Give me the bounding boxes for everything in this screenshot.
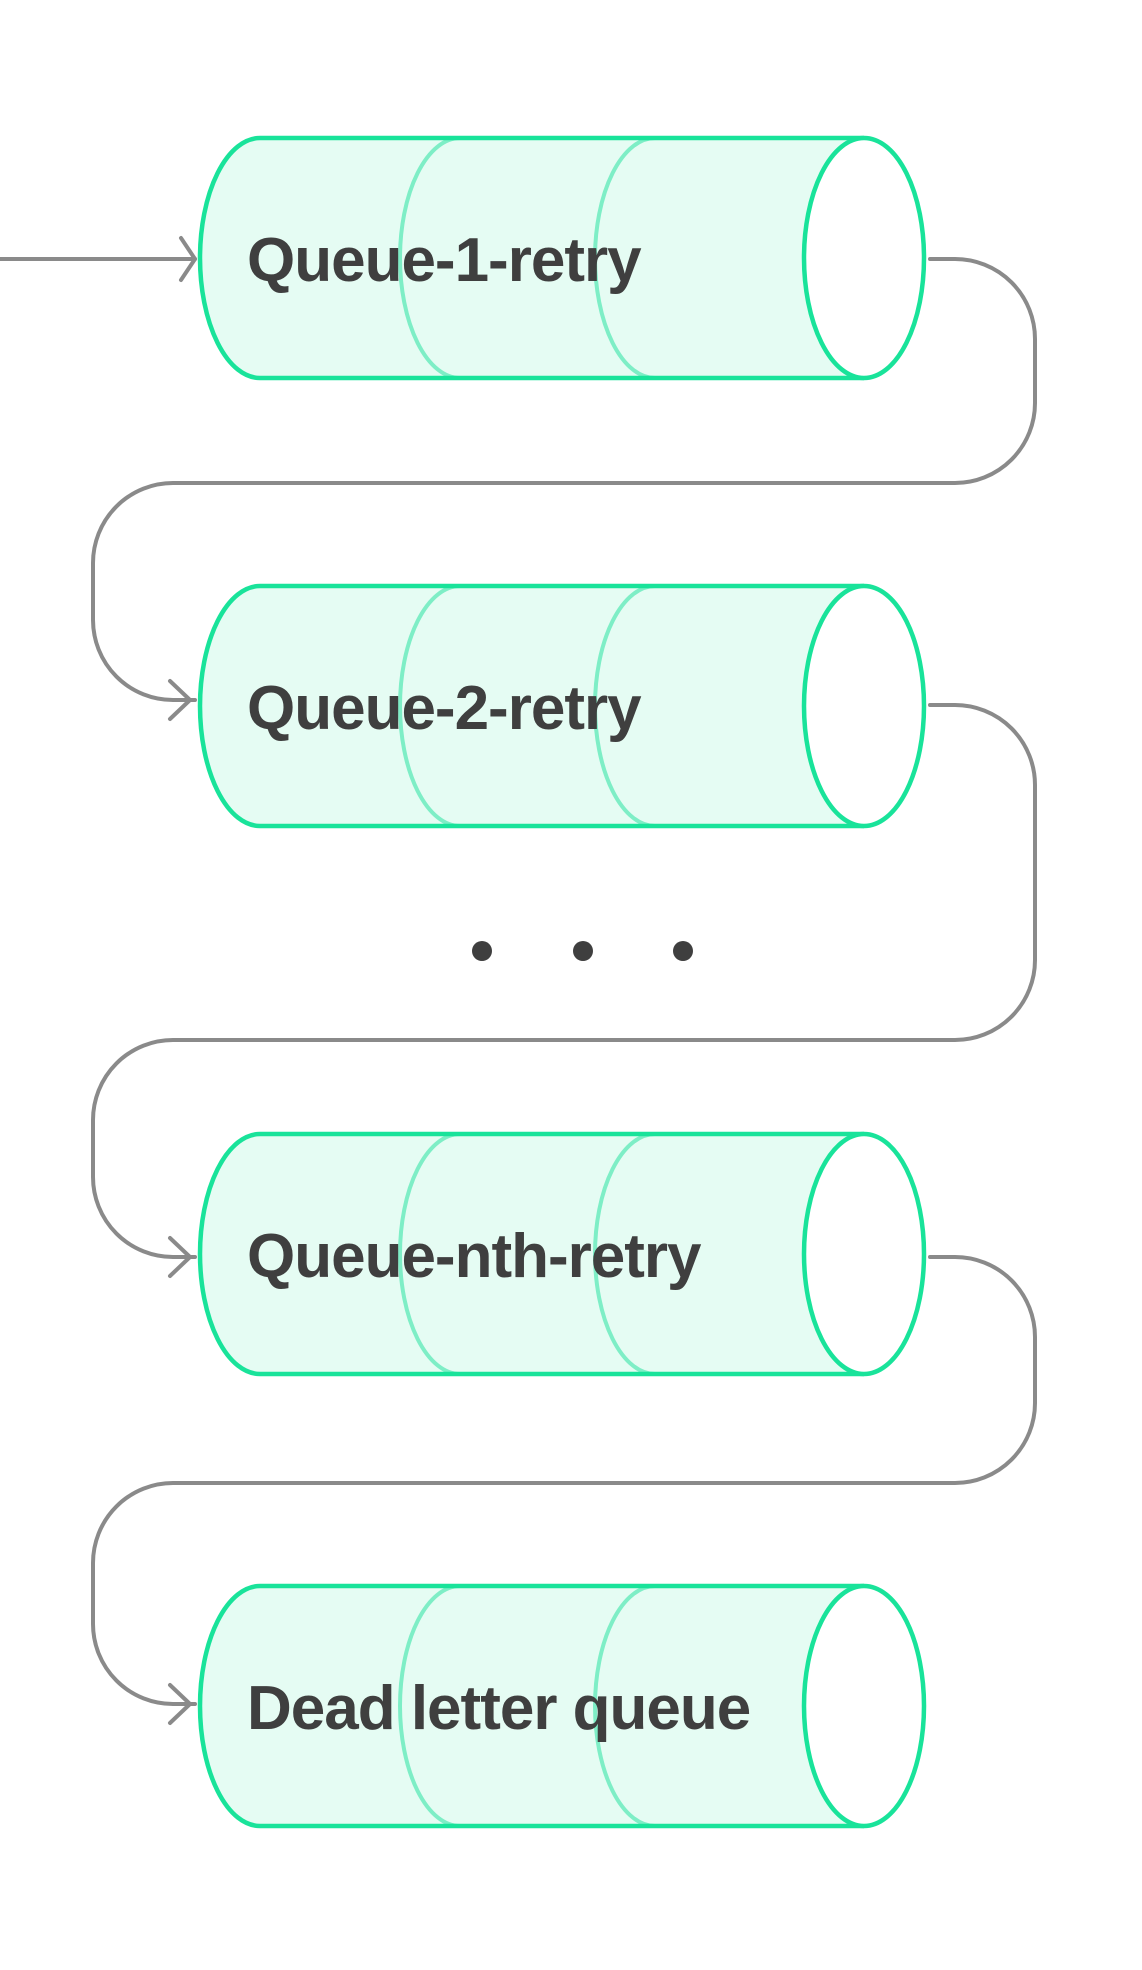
queue-end-cap — [801, 135, 927, 381]
queue-segment-divider — [593, 1132, 656, 1376]
queue-segment-divider — [398, 1132, 461, 1376]
queue-cylinder-2: Queue-2-retry — [197, 583, 927, 829]
connectors — [0, 236, 1037, 1725]
entry-arrowhead — [179, 236, 197, 282]
queue-end-cap — [801, 1583, 927, 1829]
queue-cylinder-nth: Queue-nth-retry — [197, 1131, 927, 1377]
queue-body — [200, 1586, 864, 1826]
ellipsis-dot — [573, 941, 593, 961]
ellipsis-dot — [673, 941, 693, 961]
queue-segment-divider — [593, 136, 656, 380]
ellipsis-dot — [472, 941, 492, 961]
arrowhead-dead-letter — [168, 1683, 192, 1725]
queue-outline — [197, 135, 864, 381]
queue-label: Dead letter queue — [247, 1674, 750, 1743]
connector-nth-to-dead-letter — [91, 1255, 1037, 1706]
queue-body — [200, 138, 864, 378]
queue-label: Queue-1-retry — [247, 226, 642, 295]
queue-segment-divider — [398, 584, 461, 828]
queue-segment-divider — [593, 1584, 656, 1828]
connector-1-to-2 — [91, 257, 1037, 702]
queue-end-cap — [801, 1131, 927, 1377]
queue-cylinder-dead-letter: Dead letter queue — [197, 1583, 927, 1829]
connector-2-to-nth — [91, 703, 1037, 1259]
arrowhead-nth — [168, 1236, 192, 1278]
queue-outline — [197, 1131, 864, 1377]
queue-segment-divider — [398, 136, 461, 380]
queue-segment-divider — [398, 1584, 461, 1828]
queue-end-cap — [801, 583, 927, 829]
queue-cylinder-1: Queue-1-retry — [197, 135, 927, 381]
queue-body — [200, 1134, 864, 1374]
queue-outline — [197, 583, 864, 829]
ellipsis-dots — [472, 941, 693, 961]
queue-body — [200, 586, 864, 826]
queue-label: Queue-nth-retry — [247, 1222, 702, 1291]
arrowhead-2 — [168, 679, 192, 721]
queue-outline — [197, 1583, 864, 1829]
queue-label: Queue-2-retry — [247, 674, 642, 743]
queue-segment-divider — [593, 584, 656, 828]
